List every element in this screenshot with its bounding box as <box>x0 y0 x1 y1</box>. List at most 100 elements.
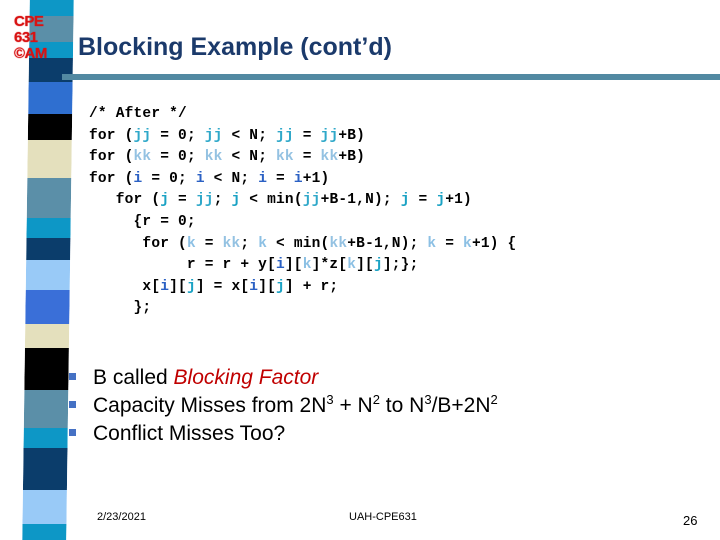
code-text: ( <box>115 149 134 166</box>
code-text: ; <box>329 278 339 295</box>
code-text: B <box>356 235 366 252</box>
code-text: r <box>142 213 152 230</box>
code-text: + <box>338 149 348 166</box>
code-token-jj: jj <box>195 192 214 209</box>
code-token-j: j <box>373 257 383 274</box>
code-text: ; <box>213 192 232 209</box>
code-text: N <box>365 192 374 209</box>
code-token-i: i <box>275 257 285 274</box>
stripe-18 <box>22 524 67 540</box>
code-text: y <box>258 257 268 274</box>
code-token-jj: jj <box>302 192 321 209</box>
code-text: = 0; <box>151 149 205 166</box>
code-text: < <box>222 127 250 144</box>
code-text: B <box>347 127 357 144</box>
stripe-10 <box>25 260 71 290</box>
code-text: }; <box>89 300 152 317</box>
code-text: z <box>329 257 339 274</box>
code-text: [ <box>240 278 250 295</box>
code-token-k: k <box>258 235 268 252</box>
code-text: = <box>293 149 321 166</box>
code-token-j: j <box>400 192 410 209</box>
code-text: [ <box>338 257 348 274</box>
code-text: + <box>231 257 259 274</box>
code-text: ; <box>258 127 277 144</box>
code-line: {r = 0; <box>89 212 516 234</box>
code-text: +1) <box>445 192 472 209</box>
code-token-jj: jj <box>320 127 339 144</box>
code-line: }; <box>89 298 516 320</box>
bullet-item-2: Conflict Misses Too? <box>69 422 679 450</box>
code-text: < <box>240 192 268 209</box>
code-text: N <box>249 127 259 144</box>
code-text: ] + <box>284 278 321 295</box>
code-text: + <box>347 235 357 252</box>
decorative-stripe-column <box>22 0 74 540</box>
bullet-square-icon <box>69 401 76 408</box>
code-text: ; <box>240 235 259 252</box>
superscript: 3 <box>326 392 334 407</box>
text-run: Conflict Misses Too? <box>93 422 286 445</box>
text-run: B called <box>93 366 174 389</box>
code-text: for <box>115 192 143 209</box>
code-text: < <box>204 170 232 187</box>
code-text <box>89 236 142 252</box>
bullet-square-icon <box>69 373 76 380</box>
code-text: ]* <box>311 257 330 274</box>
code-text: min <box>293 235 321 252</box>
stripe-14 <box>23 390 69 428</box>
code-text: ( <box>115 127 134 144</box>
code-text: ) <box>356 127 366 144</box>
code-token-j: j <box>186 278 196 295</box>
code-token-kk: kk <box>329 235 348 252</box>
code-token-kk: kk <box>320 149 339 166</box>
code-text: /* <box>89 106 116 122</box>
code-line: r = r + y[i][k]*z[k][j];}; <box>89 255 516 277</box>
code-text <box>89 257 187 273</box>
code-listing: /* After */for (jj = 0; jj < N; jj = jj+… <box>89 104 516 320</box>
code-token-j: j <box>160 192 170 209</box>
code-text: ( <box>115 170 134 187</box>
code-text: ) <box>356 149 366 166</box>
code-text: B <box>347 149 357 166</box>
code-token-k: k <box>463 235 472 252</box>
code-token-j: j <box>231 192 241 209</box>
slide-title: Blocking Example (cont’d) <box>78 33 392 61</box>
code-text: + <box>338 127 348 144</box>
code-line: for (kk = 0; kk < N; kk = kk+B) <box>89 147 516 169</box>
code-line: for (i = 0; i < N; i = i+1) <box>89 169 516 191</box>
code-text: ][ <box>258 278 276 295</box>
code-token-jj: jj <box>204 127 223 144</box>
code-text: ( <box>320 235 330 252</box>
code-text: = <box>436 235 464 252</box>
code-text: for <box>142 235 170 252</box>
code-text: = <box>195 235 223 252</box>
stripe-7 <box>26 178 72 218</box>
code-text: N <box>249 149 259 166</box>
logo-line-cpe: CPE <box>14 13 44 30</box>
code-text: ); <box>374 192 401 209</box>
stripe-12 <box>24 324 70 348</box>
code-line: x[i][j] = x[i][j] + r; <box>89 277 516 299</box>
text-run: to N <box>379 394 425 417</box>
code-token-j: j <box>276 278 285 295</box>
code-text: +1) { <box>471 235 517 252</box>
code-text: ];}; <box>382 257 419 274</box>
code-text: = 0; <box>151 213 196 230</box>
bullet-square-icon <box>69 429 76 436</box>
code-text: ; <box>258 149 277 166</box>
stripe-6 <box>27 140 72 178</box>
code-token-i: i <box>293 170 303 187</box>
code-line: for (jj = 0; jj < N; jj = jj+B) <box>89 126 516 148</box>
title-underline-rule <box>62 74 720 80</box>
code-text <box>89 279 142 295</box>
code-text: ; <box>240 170 259 187</box>
code-text: -1, <box>338 192 366 209</box>
code-text: [ <box>151 278 161 295</box>
code-text: r <box>320 278 330 295</box>
code-token-jj: jj <box>133 127 152 144</box>
emphasis-term: Blocking Factor <box>173 366 319 389</box>
code-text: = 0; <box>151 127 205 144</box>
code-text: +1) <box>302 170 330 187</box>
